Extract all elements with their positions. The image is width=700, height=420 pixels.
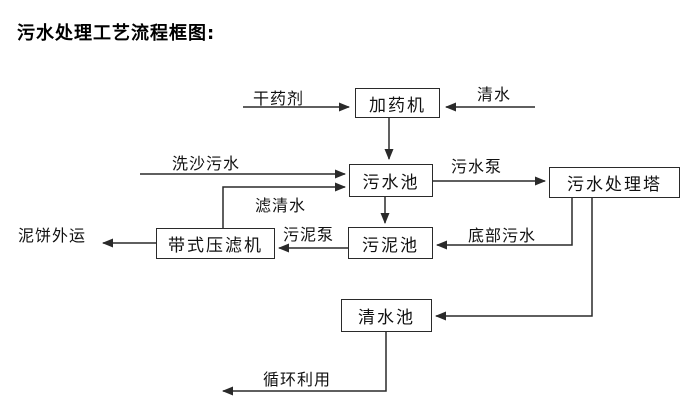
flow-label-sludge-pump: 污泥泵 [283,225,335,244]
node-clean-water-pool: 清水池 [341,299,432,332]
flow-label-bottom-sewage: 底部污水 [468,226,537,245]
node-belt-filter-press: 带式压滤机 [156,228,275,259]
flow-label-mud-cake-outbound: 泥饼外运 [18,226,87,245]
flow-label-filtered-water: 滤清水 [255,196,307,215]
arrow-bottom-sewage-to-sludge-pool [436,198,573,250]
node-sludge-pool: 污泥池 [348,227,433,259]
node-sewage-pool: 污水池 [349,164,433,197]
flow-label-sewage-pump: 污水泵 [451,157,503,176]
node-treatment-tower: 污水处理塔 [549,167,680,198]
node-dosing-machine: 加药机 [355,88,440,118]
flow-label-dry-agent: 干药剂 [253,89,305,108]
flow-label-recycling: 循环利用 [263,370,332,389]
arrow-recycling-out [222,332,387,396]
page-title: 污水处理工艺流程框图: [17,23,216,44]
flow-label-sand-wash-sewage: 洗沙污水 [172,154,241,173]
arrow-tower-to-clean-pool [435,198,593,321]
arrow-filtered-water-to-sewage-pool [222,182,346,228]
flow-label-clean-water: 清水 [477,85,512,104]
